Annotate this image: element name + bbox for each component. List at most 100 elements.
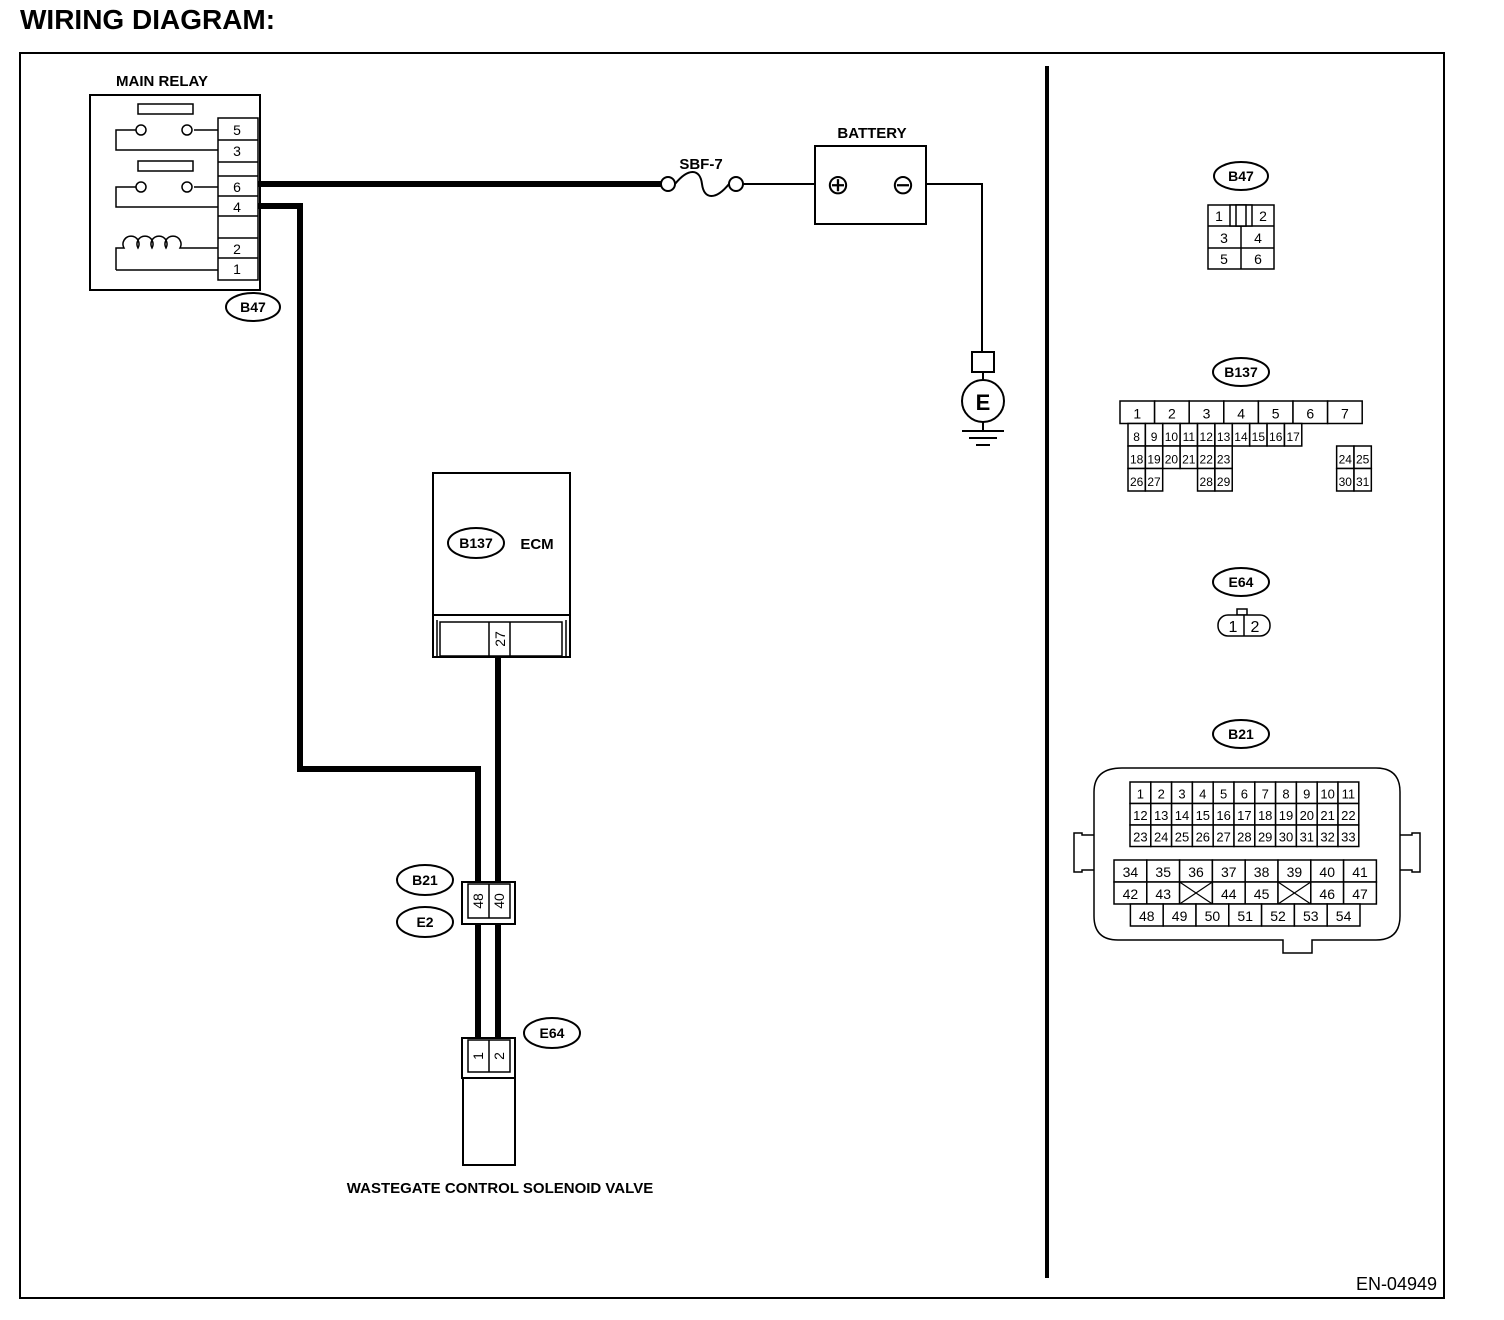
connector-pin: 2 xyxy=(1158,787,1165,802)
connector-pin: 46 xyxy=(1319,886,1335,902)
connector-pin: 28 xyxy=(1200,475,1214,489)
connector-pin: 20 xyxy=(1165,453,1179,467)
connector-pin: 15 xyxy=(1252,430,1266,444)
connector-pin: 20 xyxy=(1300,808,1314,823)
joint-pin-label: 40 xyxy=(491,893,507,909)
relay-contact-point xyxy=(135,181,147,193)
connector-pin: 9 xyxy=(1151,430,1158,444)
battery-positive-terminal: ⊕ xyxy=(826,169,849,200)
connector-pin: 54 xyxy=(1336,908,1352,924)
connector-pin: 31 xyxy=(1300,830,1314,845)
relay-connector-label: B47 xyxy=(240,299,266,315)
connector-view-name: B21 xyxy=(1228,726,1254,742)
ecm-connector-label: B137 xyxy=(459,535,493,551)
connector-pin: 5 xyxy=(1220,787,1227,802)
relay-pin-label: 1 xyxy=(233,261,241,277)
connector-pin: 35 xyxy=(1155,864,1171,880)
connector-pin: 29 xyxy=(1258,830,1272,845)
connector-view-b47: B47 1 2 3 4 5 6 xyxy=(1207,161,1275,270)
connector-pin: 30 xyxy=(1339,475,1353,489)
connector-badge-b137 xyxy=(447,527,505,559)
connector-pin: 1 xyxy=(1229,619,1238,636)
fuse-link xyxy=(674,171,730,197)
connector-pin: 17 xyxy=(1237,808,1251,823)
connector-pin: 17 xyxy=(1286,430,1300,444)
connector-pin: 27 xyxy=(1147,475,1161,489)
ground-terminal xyxy=(971,351,995,373)
connector-pin: 6 xyxy=(1306,406,1314,422)
relay-pin-label: 5 xyxy=(233,122,241,138)
connector-pin: 3 xyxy=(1220,230,1228,246)
valve-pin-label: 1 xyxy=(470,1052,486,1060)
connector-key xyxy=(1235,204,1247,227)
relay-contact-bar xyxy=(137,103,194,115)
connector-badge-e2 xyxy=(396,906,454,938)
connector-view-e64: E64 1 2 xyxy=(1212,567,1271,637)
connector-pin: 7 xyxy=(1341,406,1349,422)
battery: BATTERY ⊕ ⊖ xyxy=(814,125,927,225)
relay-pin-label: 4 xyxy=(233,199,241,215)
connector-pin: 39 xyxy=(1287,864,1303,880)
connector-pin: 31 xyxy=(1356,475,1370,489)
connector-pin: 22 xyxy=(1341,808,1355,823)
wire-battery-to-ground xyxy=(903,183,983,352)
ground-point: E xyxy=(961,351,1005,446)
valve-body xyxy=(462,1077,516,1166)
connector-pin: 21 xyxy=(1182,453,1196,467)
fuse-terminal xyxy=(728,176,744,192)
document-code: EN-04949 xyxy=(1356,1274,1437,1294)
connector-pin: 8 xyxy=(1282,787,1289,802)
connector-view-badge xyxy=(1212,357,1270,387)
diagram-frame xyxy=(19,52,1445,1299)
relay-coil xyxy=(115,235,218,271)
relay-contact-point xyxy=(181,124,193,136)
joint-connector-a-label: B21 xyxy=(412,872,438,888)
connector-pin: 11 xyxy=(1183,430,1196,444)
connector-pin: 2 xyxy=(1168,406,1176,422)
connector-pin: 40 xyxy=(1319,864,1335,880)
wastegate-solenoid-valve: E64 1 2 WASTEGATE CONTROL SOLENOID VALVE xyxy=(347,1017,653,1197)
joint-pin-label: 48 xyxy=(470,893,486,909)
connector-key xyxy=(1236,608,1248,616)
connector-pin: 27 xyxy=(1216,830,1230,845)
fuse-terminal xyxy=(660,176,676,192)
connector-cell xyxy=(1326,903,1361,927)
connector-badge-b47 xyxy=(225,292,281,322)
connector-pin: 12 xyxy=(1200,430,1214,444)
connector-pin: 33 xyxy=(1341,830,1355,845)
connector-cell xyxy=(1214,467,1233,492)
main-relay: MAIN RELAY 5 3 xyxy=(89,73,281,322)
battery-negative-terminal: ⊖ xyxy=(891,169,914,200)
wiring-harness xyxy=(258,181,983,1040)
connector-view-name: B137 xyxy=(1224,364,1258,380)
connector-pin: 8 xyxy=(1133,430,1140,444)
connector-pin: 24 xyxy=(1339,453,1353,467)
main-relay-label: MAIN RELAY xyxy=(116,73,208,90)
connector-cell xyxy=(1283,422,1303,447)
connector-cell xyxy=(1337,824,1360,848)
connector-pin: 24 xyxy=(1154,830,1168,845)
ground-label: E xyxy=(976,390,991,415)
connector-pin: 1 xyxy=(1215,208,1223,224)
relay-contact-point xyxy=(181,181,193,193)
connector-pin: 19 xyxy=(1147,453,1161,467)
connector-pin: 44 xyxy=(1221,886,1237,902)
connector-pin: 4 xyxy=(1254,230,1262,246)
connector-pin: 5 xyxy=(1272,406,1280,422)
ecm-label: ECM xyxy=(520,536,553,553)
connector-pin: 19 xyxy=(1279,808,1293,823)
wire-relay4-to-joint xyxy=(258,203,481,884)
blank-cell-cross xyxy=(1277,881,1312,905)
connector-pin: 22 xyxy=(1200,453,1214,467)
connector-pin: 49 xyxy=(1172,908,1188,924)
connector-latch xyxy=(1073,832,1094,873)
connector-cell xyxy=(1353,467,1373,492)
connector-pin: 28 xyxy=(1237,830,1251,845)
connector-cell xyxy=(1326,400,1363,425)
connector-pin: 5 xyxy=(1220,251,1228,267)
